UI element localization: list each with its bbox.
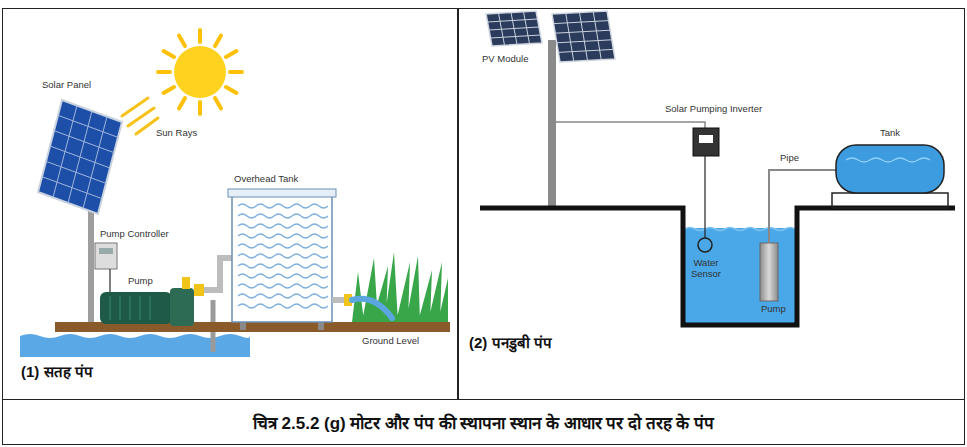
part-label: Pump Controller bbox=[100, 229, 169, 240]
water-sensor bbox=[698, 238, 712, 252]
pv-module bbox=[552, 11, 615, 62]
part-label: Solar Panel bbox=[42, 80, 91, 91]
grass-patch bbox=[352, 252, 448, 322]
part-label: Pump bbox=[128, 276, 153, 287]
ground-line bbox=[480, 208, 955, 325]
sun-symbol bbox=[158, 30, 242, 114]
pumping-inverter bbox=[693, 128, 719, 156]
part-label: Overhead Tank bbox=[234, 174, 298, 185]
delivery-pipe bbox=[204, 258, 232, 290]
part-label: PV Module bbox=[482, 54, 528, 65]
well-water bbox=[685, 228, 795, 324]
caption-box: चित्र 2.5.2 (g) मोटर और पंप की स्थापना स… bbox=[2, 399, 965, 445]
water-surface bbox=[685, 228, 795, 231]
submersible-pump bbox=[760, 243, 778, 301]
figure-caption: चित्र 2.5.2 (g) मोटर और पंप की स्थापना स… bbox=[253, 411, 714, 434]
surface-pump bbox=[100, 277, 204, 326]
part-label: Sun Rays bbox=[156, 128, 197, 139]
panel-box: (2) पनडुबी पंप bbox=[458, 8, 965, 400]
pump-controller-box bbox=[95, 243, 117, 269]
part-label: Ground Level bbox=[362, 336, 419, 347]
controller-display bbox=[99, 248, 113, 254]
water-spray bbox=[352, 299, 392, 318]
overhead-tank bbox=[228, 189, 336, 330]
solar-panel bbox=[38, 100, 122, 214]
controller-wire bbox=[109, 269, 111, 292]
module-pole bbox=[548, 40, 556, 208]
sun-ray-lines bbox=[122, 98, 158, 134]
panel-heading: (2) पनडुबी पंप bbox=[469, 332, 552, 352]
panel-heading: (1) सतह पंप bbox=[21, 361, 93, 381]
part-label: Water Sensor bbox=[684, 258, 728, 280]
part-label: Pump bbox=[761, 304, 786, 315]
part-label: Tank bbox=[880, 128, 900, 139]
part-label: Pipe bbox=[780, 153, 799, 164]
part-label: Solar Pumping Inverter bbox=[665, 104, 762, 115]
storage-tank bbox=[832, 145, 948, 208]
delivery-pipe bbox=[769, 170, 838, 243]
pv-module bbox=[486, 11, 542, 46]
sensor-wire bbox=[704, 156, 705, 238]
inverter-wire bbox=[556, 122, 705, 128]
